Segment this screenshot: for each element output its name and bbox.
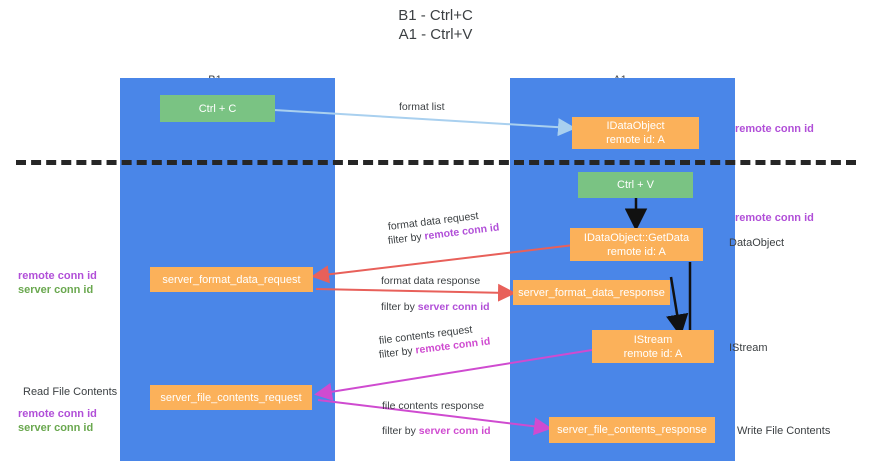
edge-label-format-data-response: format data response filter by server co…: [381, 274, 490, 314]
box-ctrl-v-label: Ctrl + V: [617, 179, 654, 191]
box-ctrl-c[interactable]: Ctrl + C: [160, 95, 275, 122]
box-ctrl-v[interactable]: Ctrl + V: [578, 172, 693, 198]
box-idataobject-line1: IDataObject: [606, 120, 665, 132]
box-idataobject-getdata-line2: remote id: A: [607, 245, 666, 258]
left-label-read-file-contents: Read File Contents: [23, 386, 118, 398]
right-label-remote-conn-id-mid: remote conn id: [735, 212, 814, 224]
edge-label-file-contents-response-line1: file contents response: [382, 400, 485, 412]
right-label-write-file-contents: Write File Contents: [737, 425, 831, 437]
right-label-remote-conn-id-top: remote conn id: [735, 123, 814, 135]
box-istream-line1: IStream: [633, 333, 673, 346]
box-server-file-contents-response[interactable]: server_file_contents_response: [549, 417, 715, 443]
left-label-server-conn-id: server conn id: [18, 284, 94, 296]
box-ctrl-c-label: Ctrl + C: [198, 102, 237, 115]
page-title: B1 - Ctrl+C A1 - Ctrl+V: [398, 7, 473, 43]
box-idataobject-getdata-line1: IDataObject::GetData: [583, 231, 690, 244]
box-server-format-data-response[interactable]: server_format_data_response: [513, 280, 670, 305]
left-label-remote-conn-id: remote conn id: [18, 270, 97, 282]
box-istream[interactable]: IStream remote id: A: [592, 330, 714, 363]
box-istream-line2: remote id: A: [623, 347, 683, 360]
section-divider: [16, 160, 856, 165]
box-server-file-contents-request[interactable]: server_file_contents_request: [150, 385, 312, 410]
box-idataobject-line2: remote id: A: [606, 134, 665, 146]
edge-label-fcres-prefix: filter by: [382, 425, 419, 437]
left-label-remote-conn-id-2: remote conn id: [18, 408, 97, 420]
edge-label-fdreq-prefix: filter by: [387, 230, 426, 247]
edge-label-format-data-response-line2: filter by server conn id: [381, 300, 490, 314]
edge-label-fdres-prefix: filter by: [381, 301, 418, 313]
edge-label-fdres-key: server conn id: [417, 301, 490, 313]
box-idataobject[interactable]: IDataObject remote id: A: [572, 117, 699, 149]
box-server-format-data-request[interactable]: server_format_data_request: [150, 267, 313, 292]
edge-label-fcreq-prefix: filter by: [378, 344, 417, 361]
box-server-format-data-request-label: server_format_data_request: [162, 273, 301, 286]
edge-label-file-contents-response-line2: filter by server conn id: [382, 424, 491, 438]
edge-label-format-list: format list: [399, 100, 445, 114]
box-server-file-contents-response-label: server_file_contents_response: [557, 424, 707, 436]
right-label-dataobject: DataObject: [729, 237, 785, 249]
edge-label-file-contents-response: file contents response filter by server …: [382, 399, 491, 438]
box-server-file-contents-request-label: server_file_contents_request: [160, 391, 302, 404]
box-idataobject-getdata[interactable]: IDataObject::GetData remote id: A: [570, 228, 703, 261]
box-server-format-data-response-label: server_format_data_response: [518, 286, 665, 299]
edge-label-format-data-response-line1: format data response: [381, 275, 481, 287]
right-label-istream: IStream: [729, 342, 768, 354]
edge-label-fcres-key: server conn id: [418, 425, 491, 437]
edge-label-file-contents-request: file contents request filter by remote c…: [378, 324, 491, 362]
edge-label-format-data-request: format data request filter by remote con…: [387, 210, 500, 248]
edge-label-format-list-text: format list: [399, 101, 445, 113]
left-label-server-conn-id-2: server conn id: [18, 422, 94, 434]
